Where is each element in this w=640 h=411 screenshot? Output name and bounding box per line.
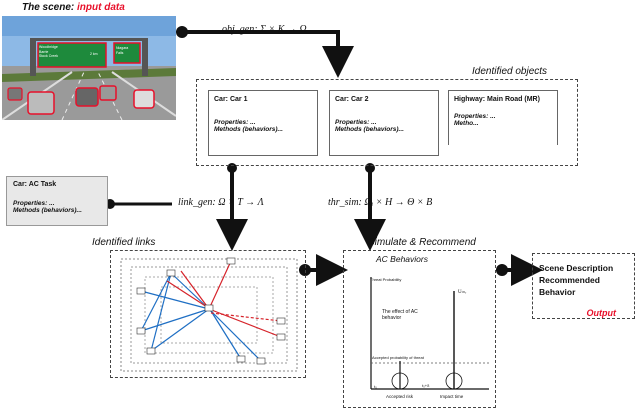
scene-title: The scene: input data <box>22 2 125 13</box>
accepted-prob-label: Accepted probability of threat <box>372 355 424 360</box>
accepted-risk-circle <box>391 372 409 390</box>
ac-behaviors-label: AC Behaviors <box>376 254 428 264</box>
u-thr-label: Uₜₕᵣ <box>458 290 467 295</box>
impact-time-circle <box>445 372 463 390</box>
t-delta-label: t₀+δ <box>422 383 430 388</box>
simulate-panel: AC Behaviors Threat Probability The effe… <box>343 250 496 408</box>
impact-time-label: Impact time <box>440 394 464 399</box>
sign-distance: 2 km <box>90 52 98 56</box>
threat-axis-label: Threat Probability <box>370 277 402 282</box>
scene-drawing <box>2 16 176 120</box>
links-graph <box>120 257 298 372</box>
sign-text-right: Niagara Falls <box>116 46 129 55</box>
object-card-car1: Car: Car 1 Properties: ... Methods (beha… <box>208 90 318 156</box>
output-line-1: Scene Description <box>539 263 614 273</box>
identified-objects-title: Identified objects <box>472 66 548 77</box>
object-card-car2: Car: Car 2 Properties: ... Methods (beha… <box>329 90 439 156</box>
output-label: Output <box>586 308 617 318</box>
ac-task-card: Car: AC Task Properties: ... Methods (be… <box>6 176 108 226</box>
effect-label: The effect of AC behavior <box>382 309 418 321</box>
thr-sim-formula: thr_sim: Ωᵢ × H → Θ × B <box>328 197 433 208</box>
output-line-2: Recommended <box>539 275 600 285</box>
identified-objects-panel: Car: Car 1 Properties: ... Methods (beha… <box>196 79 578 166</box>
output-line-3: Behavior <box>539 287 576 297</box>
output-panel: Scene Description Recommended Behavior O… <box>532 253 635 319</box>
accepted-risk-label: Accepted risk <box>386 394 414 399</box>
scene-title-highlight: input data <box>77 2 125 13</box>
simulate-title: Simulate & Recommend <box>368 237 476 248</box>
link-gen-formula: link_gen: Ω × T → Λ <box>178 197 264 208</box>
identified-links-panel <box>110 250 306 378</box>
t0-label: t₀ <box>374 384 377 389</box>
sign-text-left: Woodbridge Barrie Stock Creek <box>39 45 59 58</box>
obj-gen-formula: obj_gen: Σ × K → Ω <box>222 24 307 35</box>
threat-plot <box>370 277 489 390</box>
scene-image: Woodbridge Barrie Stock Creek 2 km Niaga… <box>2 16 176 120</box>
identified-links-title: Identified links <box>92 237 156 248</box>
object-card-highway: Highway: Main Road (MR) Properties: ... … <box>448 90 558 145</box>
obj-gen-arrow <box>182 30 354 78</box>
